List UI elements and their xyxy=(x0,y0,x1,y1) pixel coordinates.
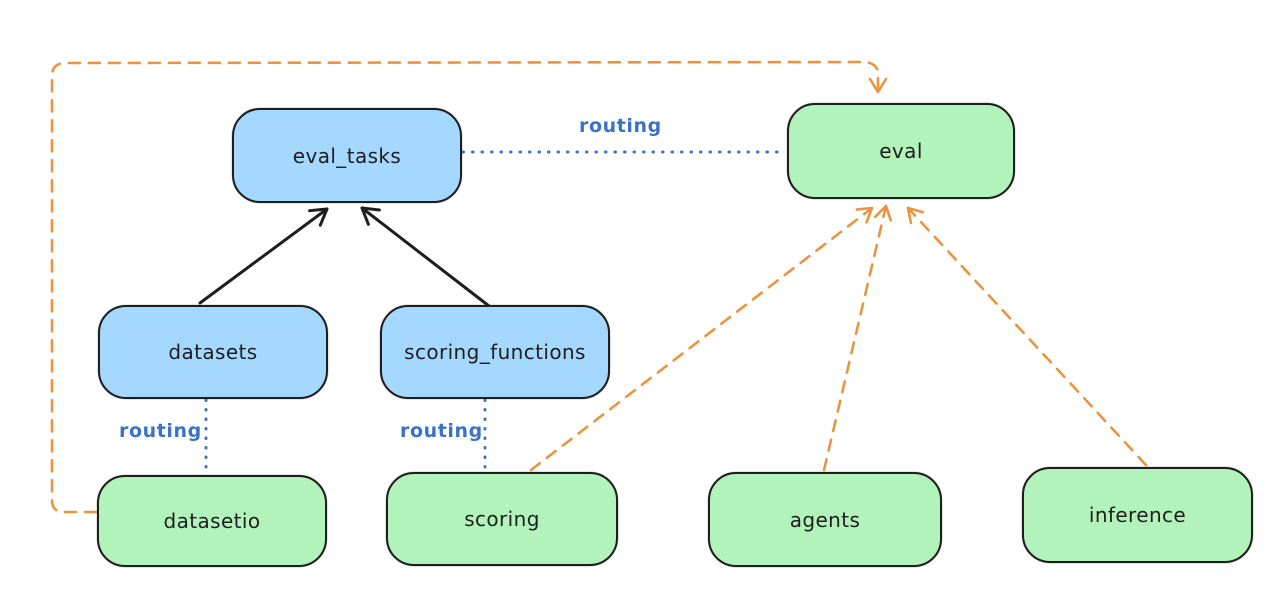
edge-inference-to-eval xyxy=(906,206,1148,467)
node-eval-tasks-label: eval_tasks xyxy=(292,143,402,168)
node-datasets: datasets xyxy=(98,305,328,399)
routing-label-scoring-functions-scoring: routing xyxy=(400,420,483,442)
routing-label-eval-tasks-eval: routing xyxy=(579,115,662,137)
edge-scoring-to-eval xyxy=(529,206,874,472)
node-scoring-functions-label: scoring_functions xyxy=(404,340,586,364)
node-scoring: scoring xyxy=(386,472,618,566)
edge-agents-to-eval xyxy=(822,204,893,472)
node-datasetio: datasetio xyxy=(97,475,327,567)
node-scoring-functions: scoring_functions xyxy=(380,305,610,399)
node-eval-label: eval xyxy=(879,139,923,163)
node-inference-label: inference xyxy=(1088,503,1187,527)
routing-label-datasets-datasetio: routing xyxy=(119,420,202,442)
node-inference: inference xyxy=(1022,467,1253,563)
node-eval: eval xyxy=(787,103,1015,199)
edge-datasets-to-eval-tasks xyxy=(198,207,329,305)
edge-scoring-functions-to-eval-tasks xyxy=(360,206,491,308)
edge-datasetio-to-eval xyxy=(50,60,888,514)
node-agents-label: agents xyxy=(789,507,861,532)
node-datasets-label: datasets xyxy=(168,340,258,364)
node-datasetio-label: datasetio xyxy=(163,509,261,533)
node-eval-tasks: eval_tasks xyxy=(232,108,462,203)
node-agents: agents xyxy=(708,472,942,567)
node-scoring-label: scoring xyxy=(464,507,540,531)
